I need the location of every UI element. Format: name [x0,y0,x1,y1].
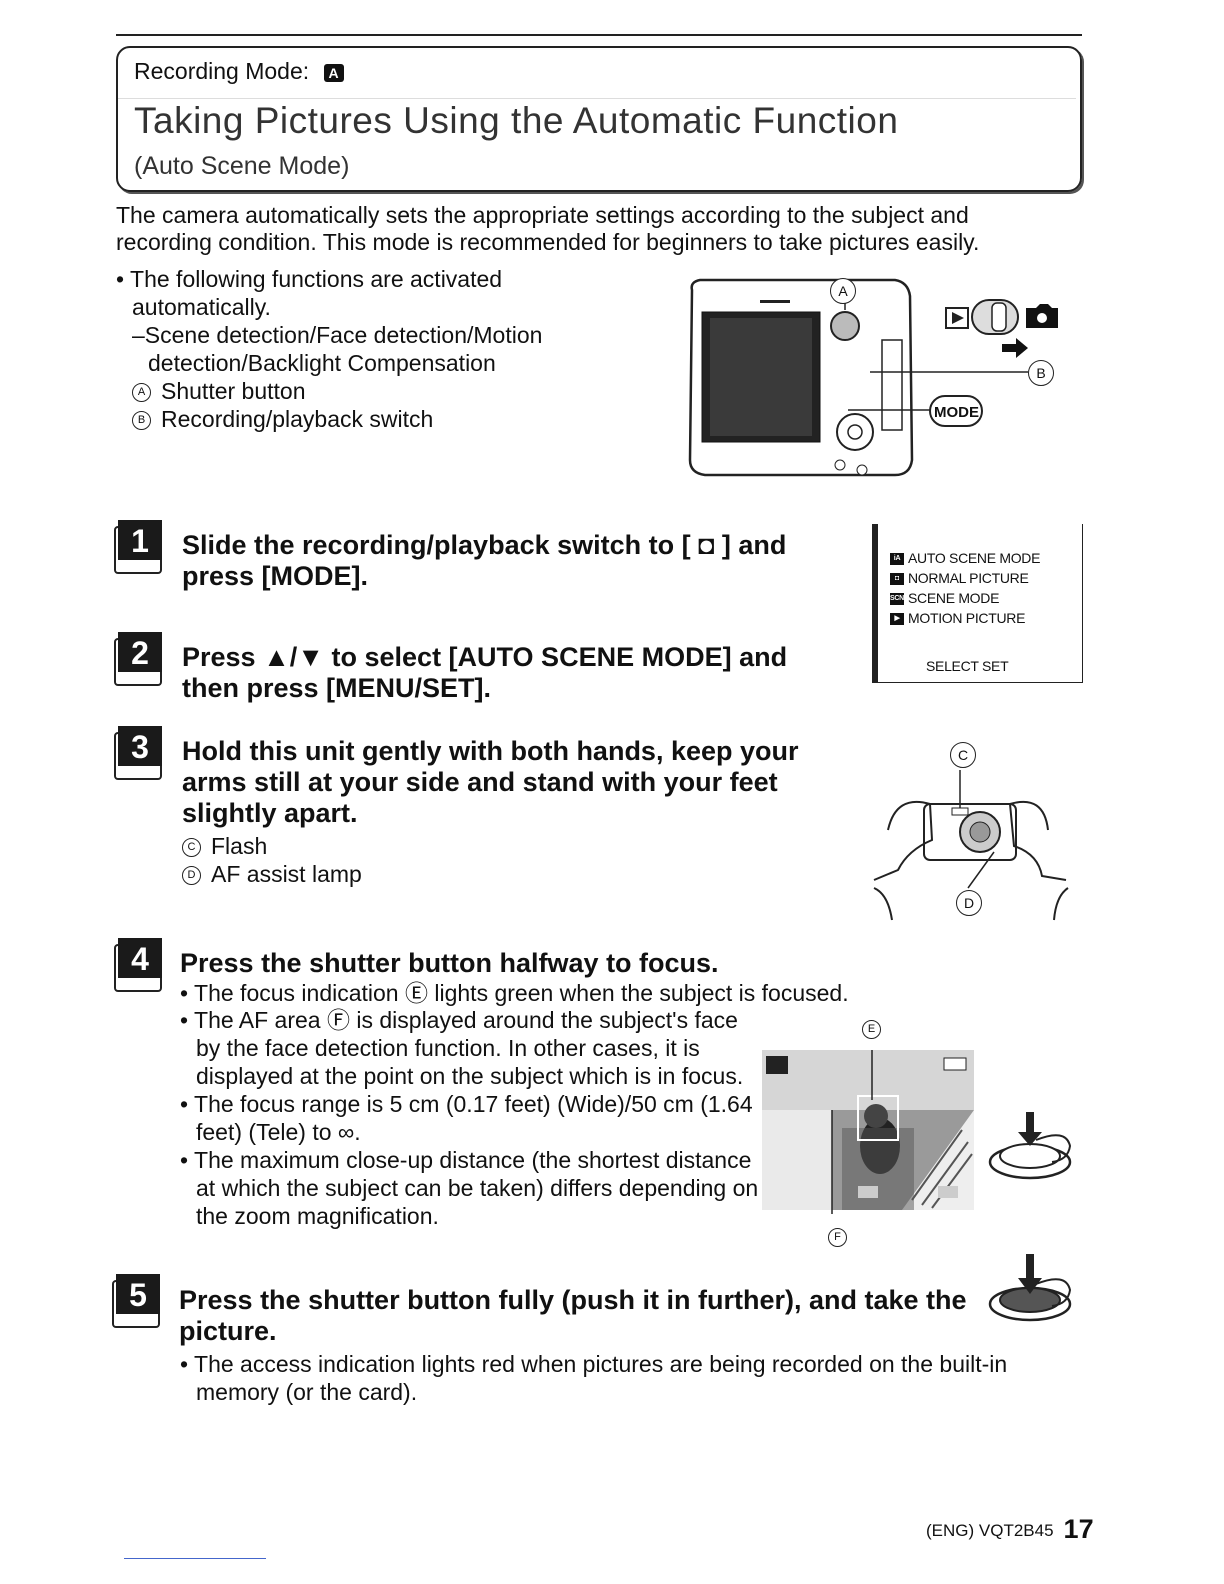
menu-item-label: MOTION PICTURE [908,610,1026,626]
step-5-badge: 5 [112,1274,160,1328]
recording-mode-line: Recording Mode: A [134,58,344,85]
step-1-number: 1 [118,520,162,560]
step-4-number: 4 [118,938,162,978]
step-1-text: Slide the recording/playback switch to [… [182,530,787,591]
step-3-item-label: AF assist lamp [211,861,362,887]
page-footer: (ENG) VQT2B45 17 [926,1514,1094,1545]
shutter-full-press-icon [988,1254,1072,1322]
auto-scene-icon: iA [890,553,904,566]
intro-item: B Recording/playback switch [116,405,556,433]
step-3-item: D AF assist lamp [182,860,362,888]
scene-icon: SCN [890,593,904,606]
header-box [116,46,1082,192]
step-3-item-label: Flash [211,833,268,859]
callout-e-icon: E [862,1020,881,1039]
feature-bullet-text: • The following functions are activated … [116,266,503,320]
intro-item: A Shutter button [116,377,556,405]
callout-a-marker: A [132,383,151,403]
intelligent-auto-icon: A [323,63,344,82]
feature-bullet: • The following functions are activated … [116,265,556,433]
feature-sub-text: –Scene detection/Face detection/Motion d… [132,322,543,376]
step-3-item: C Flash [182,832,362,860]
mode-button-label: MODE [934,404,979,421]
step-5-text: Press the shutter button fully (push it … [179,1285,967,1346]
step-5-number: 5 [116,1274,160,1314]
step-4-text: Press the shutter button halfway to focu… [180,948,719,978]
step-3-number: 3 [118,726,162,766]
header-separator [118,98,1076,99]
menu-list: iA AUTO SCENE MODE ◘ NORMAL PICTURE SCN SCE… [890,548,1076,628]
menu-item-label: AUTO SCENE MODE [908,550,1041,566]
footer-link-underline [124,1558,266,1559]
step-3-badge: 3 [114,726,162,780]
callout-d-icon: D [956,890,982,916]
motion-picture-icon: ▶ [890,613,904,626]
step-4-bullet-4: • The maximum close-up distance (the sho… [180,1147,759,1229]
callout-c-marker: C [182,838,201,858]
menu-item-motion: ▶ MOTION PICTURE [890,608,1076,628]
step-5-bullet-1: • The access indication lights red when … [180,1351,1008,1405]
callout-f-icon: F [828,1228,847,1247]
page-title: Taking Pictures Using the Automatic Func… [134,100,899,141]
step-2-badge: 2 [114,632,162,686]
menu-item-normal: ◘ NORMAL PICTURE [890,568,1076,588]
intro-text: The camera automatically sets the approp… [116,202,980,255]
callout-a-icon: A [830,278,856,304]
step-3-text: Hold this unit gently with both hands, k… [182,736,799,828]
camera-icon: ◘ [890,573,904,586]
page-number: 17 [1063,1514,1094,1544]
document-code: (ENG) VQT2B45 [926,1521,1054,1540]
menu-item-scene: SCN SCENE MODE [890,588,1076,608]
holding-camera-illustration [873,770,1069,921]
step-4-bullet-2: • The AF area Ⓕ is displayed around the … [180,1007,744,1089]
menu-item-auto-scene: iA AUTO SCENE MODE [890,548,1076,568]
focus-screen-photo [762,1050,974,1214]
shutter-half-press-icon [988,1112,1072,1180]
callout-c-icon: C [950,742,976,768]
camera-back-illustration [688,278,1058,477]
step-1-badge: 1 [114,520,162,574]
intro-item-label: Recording/playback switch [161,406,434,432]
menu-item-label: SCENE MODE [908,590,1000,606]
top-rule [116,34,1082,36]
callout-b-icon: B [1028,360,1054,386]
recording-mode-label: Recording Mode: [134,58,310,84]
step-4-badge: 4 [114,938,162,992]
callout-d-marker: D [182,866,201,886]
step-4-bullet-1: • The focus indication Ⓔ lights green wh… [180,980,849,1006]
callout-b-marker: B [132,411,151,431]
menu-item-label: NORMAL PICTURE [908,570,1029,586]
step-2-text: Press ▲/▼ to select [AUTO SCENE MODE] an… [182,642,788,703]
step-3-items: C Flash D AF assist lamp [182,832,362,888]
intro-item-label: Shutter button [161,378,306,404]
menu-screen: iA AUTO SCENE MODE ◘ NORMAL PICTURE SCN SCE… [872,524,1083,683]
menu-footer: SELECT SET [926,658,1009,674]
step-2-number: 2 [118,632,162,672]
step-4-bullet-3: • The focus range is 5 cm (0.17 feet) (W… [180,1091,753,1145]
page-subtitle: (Auto Scene Mode) [134,152,350,180]
